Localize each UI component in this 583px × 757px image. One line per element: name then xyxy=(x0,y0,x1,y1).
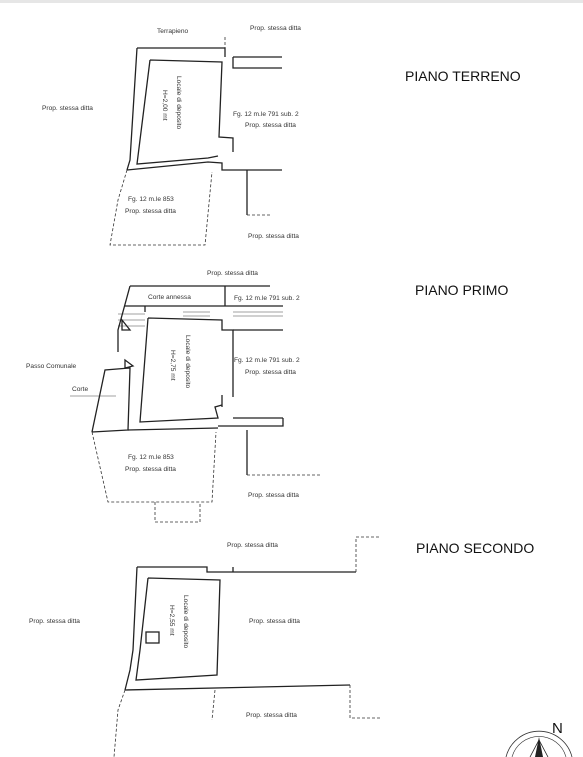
primo-room xyxy=(139,317,234,423)
piano-secondo-title: PIANO SECONDO xyxy=(416,540,534,556)
primo-corte-annessa-label: Corte annessa xyxy=(148,294,191,301)
secondo-boundary-right xyxy=(211,685,380,721)
terreno-terrapieno-label: Terrapieno xyxy=(157,28,188,35)
primo-height-label: H=2,75 mt xyxy=(169,350,176,381)
floor-plan-piano-secondo: Prop. stessa ditta Prop. stessa ditta Lo… xyxy=(29,536,534,757)
terreno-boundary-left xyxy=(109,169,213,246)
primo-locale-label: Locale di deposito xyxy=(184,335,191,388)
secondo-outer-wall xyxy=(137,566,356,573)
north-label: N xyxy=(552,720,563,737)
primo-corte-label: Corte xyxy=(72,386,88,393)
secondo-prop-right-label: Prop. stessa ditta xyxy=(249,618,300,625)
secondo-bottom-wall xyxy=(124,684,351,691)
terreno-outer-wall xyxy=(137,47,282,69)
secondo-chimney-square xyxy=(145,631,160,644)
terreno-prop-right-label: Prop. stessa ditta xyxy=(245,122,296,129)
north-arrow-icon: N xyxy=(505,720,573,757)
primo-prop-853-label: Prop. stessa ditta xyxy=(125,466,176,473)
primo-corte-annessa-wall xyxy=(125,285,283,307)
primo-corte-wall xyxy=(91,367,131,433)
terreno-prop-853-label: Prop. stessa ditta xyxy=(125,208,176,215)
primo-entrance-arrow xyxy=(121,318,135,369)
primo-prop-right-label: Prop. stessa ditta xyxy=(245,369,296,376)
page-top-border xyxy=(0,0,583,3)
terreno-prop-bottom-label: Prop. stessa ditta xyxy=(248,233,299,240)
primo-prop-top-label: Prop. stessa ditta xyxy=(207,270,258,277)
primo-stair-lines xyxy=(118,311,283,327)
secondo-boundary-top xyxy=(355,536,380,572)
secondo-height-label: H=2,55 mt xyxy=(168,605,175,636)
piano-terreno-title: PIANO TERRENO xyxy=(405,68,521,84)
primo-outer-wall xyxy=(117,285,146,352)
primo-bottom-wall xyxy=(127,427,248,475)
terreno-fg853-label: Fg. 12 m.le 853 xyxy=(128,196,174,203)
secondo-boundary-left xyxy=(113,689,126,757)
primo-passo-comunale-label: Passo Comunale xyxy=(26,363,77,370)
terreno-height-label: H=2,00 mt xyxy=(161,90,168,121)
terreno-bottom-wall xyxy=(126,161,282,215)
secondo-locale-label: Locale di deposito xyxy=(182,595,189,648)
secondo-room xyxy=(135,577,221,681)
terreno-fg791-label: Fg. 12 m.le 791 sub. 2 xyxy=(233,111,299,118)
terreno-prop-top-label: Prop. stessa ditta xyxy=(250,25,301,32)
terreno-left-wall xyxy=(126,47,138,171)
secondo-prop-left-label: Prop. stessa ditta xyxy=(29,618,80,625)
primo-fg853-label: Fg. 12 m.le 853 xyxy=(128,454,174,461)
primo-boundary-bottom xyxy=(154,502,201,523)
primo-right-walls xyxy=(218,329,284,427)
secondo-prop-top-label: Prop. stessa ditta xyxy=(227,542,278,549)
secondo-prop-bottom-label: Prop. stessa ditta xyxy=(246,712,297,719)
floor-plan-piano-primo: Prop. stessa ditta Corte annessa Fg. 12 … xyxy=(26,270,508,523)
primo-prop-bottom-label: Prop. stessa ditta xyxy=(248,492,299,499)
secondo-left-wall xyxy=(124,566,138,691)
piano-primo-title: PIANO PRIMO xyxy=(415,282,508,298)
primo-fg791-top-label: Fg. 12 m.le 791 sub. 2 xyxy=(234,295,300,302)
primo-fg791-label: Fg. 12 m.le 791 sub. 2 xyxy=(234,357,300,364)
terreno-prop-left-label: Prop. stessa ditta xyxy=(42,105,93,112)
terreno-room xyxy=(136,59,234,165)
terreno-locale-label: Locale di deposito xyxy=(175,76,182,129)
floor-plan-piano-terreno: Terrapieno Prop. stessa ditta Prop. stes… xyxy=(42,25,521,246)
primo-boundary-left xyxy=(91,431,217,503)
